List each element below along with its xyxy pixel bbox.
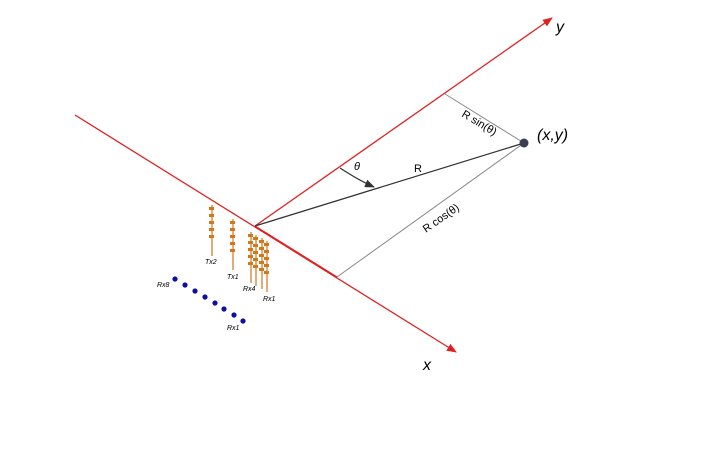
rx-antenna-array bbox=[248, 232, 269, 292]
rx4-label: Rx4 bbox=[243, 286, 256, 293]
virtual-element bbox=[231, 312, 237, 318]
virtual-element bbox=[212, 300, 218, 306]
rx1-antenna bbox=[264, 241, 269, 292]
virtual-start-label: Rx8 bbox=[157, 282, 170, 289]
tx2-label: Tx2 bbox=[205, 259, 217, 266]
rx2-antenna bbox=[259, 238, 264, 289]
y-axis-label: y bbox=[555, 19, 565, 36]
x-axis-line bbox=[74, 114, 457, 353]
rx3-antenna bbox=[253, 235, 258, 286]
range-vector bbox=[254, 142, 525, 227]
virtual-element bbox=[202, 294, 208, 300]
tx2-antenna bbox=[209, 205, 214, 256]
target-point bbox=[519, 138, 529, 148]
sin-projection-line bbox=[444, 93, 525, 144]
virtual-element bbox=[221, 306, 227, 312]
r-cos-label: R cos(θ) bbox=[421, 202, 462, 236]
rx1-label: Rx1 bbox=[263, 296, 276, 303]
virtual-end-label: Rx1 bbox=[227, 325, 240, 332]
virtual-element bbox=[192, 288, 198, 294]
virtual-element bbox=[172, 276, 178, 282]
x-axis-label: x bbox=[422, 357, 432, 374]
lower-axis-extension bbox=[254, 225, 338, 278]
range-label: R bbox=[414, 163, 422, 175]
virtual-element bbox=[182, 282, 188, 288]
tx1-antenna bbox=[230, 219, 235, 270]
target-point-label: (x,y) bbox=[537, 127, 568, 144]
y-axis-line bbox=[254, 17, 553, 227]
theta-angle-arc bbox=[339, 167, 375, 188]
cos-projection-line bbox=[336, 142, 525, 278]
tx1-label: Tx1 bbox=[227, 274, 239, 281]
virtual-element bbox=[240, 318, 246, 324]
virtual-array bbox=[172, 276, 246, 324]
rx4-antenna bbox=[248, 232, 253, 283]
theta-label: θ bbox=[354, 161, 360, 173]
